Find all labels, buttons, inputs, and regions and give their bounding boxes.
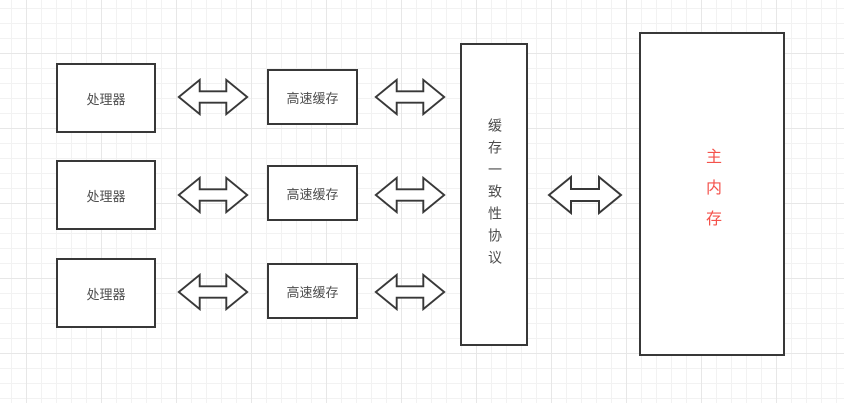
memory-label: 主内存 [703,147,722,241]
processor-node-2: 处理器 [56,160,156,230]
arrow-cache-protocol-3-icon [373,273,447,311]
processor-label-3: 处理器 [86,287,126,303]
cache-label-2: 高速缓存 [286,187,339,203]
processor-label-1: 处理器 [86,92,126,108]
arrow-cache-protocol-2-icon [373,176,447,214]
processor-node-1: 处理器 [56,63,156,133]
cache-node-3: 高速缓存 [267,263,358,319]
cache-node-1: 高速缓存 [267,69,358,125]
arrow-cache-protocol-1-icon [373,78,447,116]
arrow-processor-cache-2-icon [176,176,250,214]
memory-node: 主内存 [639,32,785,356]
processor-node-3: 处理器 [56,258,156,328]
cache-label-1: 高速缓存 [286,91,339,107]
arrow-processor-cache-3-icon [176,273,250,311]
protocol-label: 缓存一致性协议 [486,117,502,272]
processor-label-2: 处理器 [86,189,126,205]
protocol-node: 缓存一致性协议 [460,43,528,346]
arrow-protocol-memory-icon [546,175,624,215]
cache-label-3: 高速缓存 [286,285,339,301]
arrow-processor-cache-1-icon [176,78,250,116]
cache-node-2: 高速缓存 [267,165,358,221]
